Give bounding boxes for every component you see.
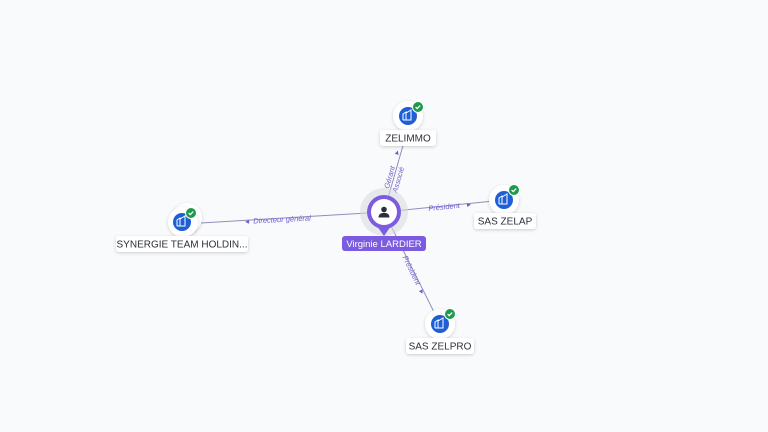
edges: [183, 127, 505, 325]
company-node-sas-zelpro[interactable]: SAS ZELPRO: [406, 308, 474, 355]
arrow-icon: [394, 150, 399, 155]
edge-labels: Gérant Associé Président Président Direc…: [245, 150, 471, 294]
company-node-zelimmo[interactable]: ZELIMMO: [380, 101, 436, 146]
person-label: Virginie LARDIER: [346, 239, 421, 250]
arrow-icon: [418, 289, 423, 294]
company-label-zelimmo: ZELIMMO: [385, 134, 431, 145]
edge-label-synergie: Directeur général: [253, 213, 311, 225]
company-label-sas-zelpro: SAS ZELPRO: [409, 342, 472, 353]
check-badge-icon: [508, 184, 520, 196]
arrow-icon: [466, 203, 471, 207]
arrow-icon: [245, 219, 250, 224]
company-label-sas-zelap: SAS ZELAP: [478, 217, 533, 228]
edge-label-sas-zelap: Président: [428, 201, 461, 213]
person-icon: [378, 206, 390, 218]
company-node-synergie[interactable]: SYNERGIE TEAM HOLDIN...: [116, 203, 248, 252]
building-icon: [173, 213, 191, 231]
edge-synergie: [183, 211, 385, 225]
person-node[interactable]: Virginie LARDIER: [342, 188, 426, 251]
edge-label-sas-zelpro: Président: [401, 254, 423, 287]
company-node-sas-zelap[interactable]: SAS ZELAP: [474, 184, 536, 230]
check-badge-icon: [412, 101, 424, 113]
building-icon: [431, 315, 449, 333]
company-label-synergie: SYNERGIE TEAM HOLDIN...: [117, 240, 248, 251]
building-icon: [495, 191, 513, 209]
check-badge-icon: [444, 308, 456, 320]
check-badge-icon: [185, 207, 197, 219]
building-icon: [399, 107, 417, 125]
